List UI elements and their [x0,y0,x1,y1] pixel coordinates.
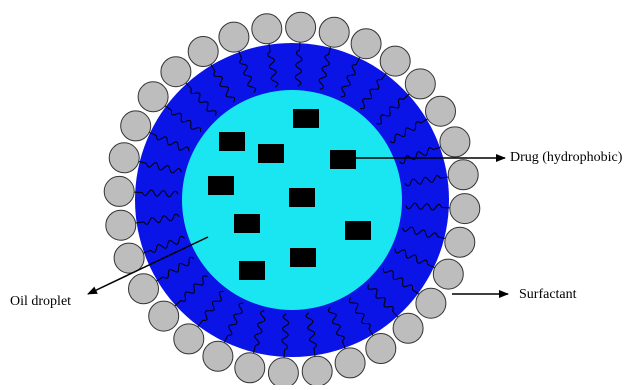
surfactant-head [121,111,151,141]
surfactant-head [351,29,381,59]
drug-molecule [330,150,356,169]
drug-molecule [239,261,265,280]
drug-molecule [345,221,371,240]
surfactant-head [405,69,435,99]
surfactant-head [448,160,478,190]
drug-molecule [258,144,284,163]
drug-molecule [219,132,245,151]
oil-droplet-label: Oil droplet [10,294,71,310]
drug-molecule [290,248,316,267]
drug-label: Drug (hydrophobic) [510,150,622,166]
surfactant-head [416,288,446,318]
surfactant-head [106,210,136,240]
surfactant-head [161,57,191,87]
surfactant-head [450,194,480,224]
drug-molecule [289,188,315,207]
surfactant-head [302,356,332,385]
surfactant-head [366,334,396,364]
surfactant-head [335,348,365,378]
surfactant-head [104,176,134,206]
surfactant-head [219,22,249,52]
surfactant-head [393,313,423,343]
drug-molecule [234,214,260,233]
surfactant-head [268,358,298,385]
surfactant-head [286,12,316,42]
surfactant-head [426,96,456,126]
surfactant-head [440,127,470,157]
surfactant-head [138,82,168,112]
surfactant-head [203,341,233,371]
surfactant-head [380,46,410,76]
surfactant-head [174,324,204,354]
surfactant-head [129,274,159,304]
surfactant-head [149,301,179,331]
surfactant-head [319,17,349,47]
surfactant-head [433,259,463,289]
drug-molecule [208,176,234,195]
surfactant-head [188,37,218,67]
surfactant-head [109,143,139,173]
surfactant-label: Surfactant [519,287,577,303]
surfactant-head [235,353,265,383]
drug-molecule [293,109,319,128]
surfactant-head [252,14,282,44]
surfactant-head [445,227,475,257]
surfactant-head [114,243,144,273]
